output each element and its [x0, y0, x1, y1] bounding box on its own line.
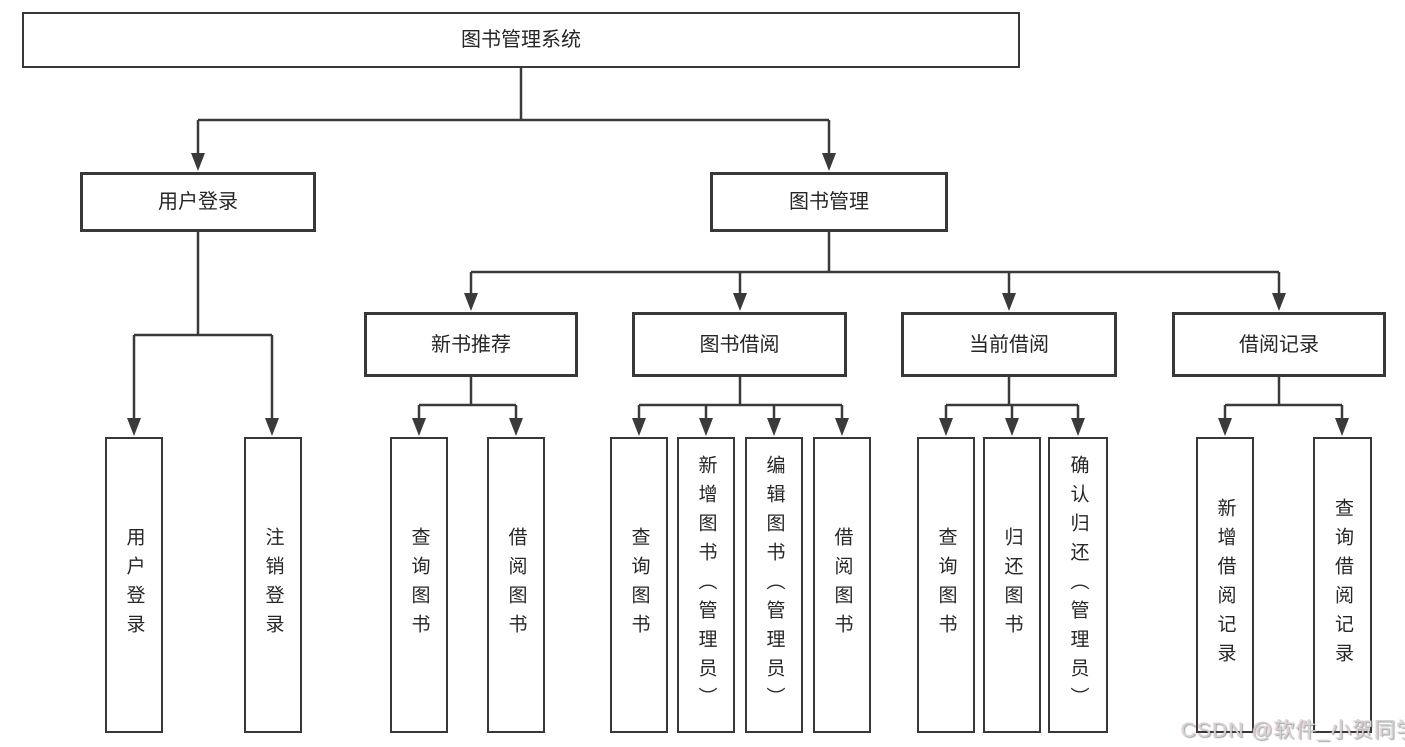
leaf-query-books-recommend-label: 查询图书 — [408, 527, 430, 643]
leaf-borrow-books-label: 借阅图书 — [831, 527, 853, 643]
arrowheads — [127, 153, 1349, 436]
node-user-login-label: 用户登录 — [158, 191, 238, 213]
leaf-add-borrow-record: 新增借阅记录 — [1196, 437, 1254, 733]
leaf-logout: 注销登录 — [244, 437, 302, 733]
leaf-query-books-borrow-label: 查询图书 — [628, 527, 650, 643]
leaf-add-books-admin-label: 新增图书（管理员） — [695, 454, 717, 716]
leaf-edit-books-admin: 编辑图书（管理员） — [745, 437, 803, 733]
leaf-borrow-books-recommend: 借阅图书 — [487, 437, 545, 733]
leaf-logout-label: 注销登录 — [262, 527, 284, 643]
node-book-borrow-label: 图书借阅 — [699, 333, 780, 356]
node-new-book-recommend-label: 新书推荐 — [431, 333, 511, 356]
csdn-watermark: CSDN @软件_小贺同学 — [1181, 719, 1405, 742]
leaf-query-books-borrow: 查询图书 — [610, 437, 668, 733]
node-user-login: 用户登录 — [80, 172, 316, 232]
node-current-borrow-label: 当前借阅 — [969, 333, 1049, 356]
leaf-borrow-books: 借阅图书 — [813, 437, 871, 733]
leaf-query-books-recommend: 查询图书 — [390, 437, 448, 733]
leaf-query-borrow-record-label: 查询借阅记录 — [1332, 498, 1353, 672]
node-book-management: 图书管理 — [710, 172, 948, 232]
leaf-query-books-current: 查询图书 — [917, 437, 975, 733]
leaf-confirm-return-admin-label: 确认归还（管理员） — [1067, 454, 1089, 716]
node-root-system: 图书管理系统 — [22, 12, 1020, 68]
node-borrow-record: 借阅记录 — [1172, 312, 1386, 377]
node-borrow-record-label: 借阅记录 — [1239, 333, 1319, 356]
leaf-borrow-books-recommend-label: 借阅图书 — [505, 527, 527, 643]
leaf-edit-books-admin-label: 编辑图书（管理员） — [763, 454, 785, 716]
node-root-label: 图书管理系统 — [461, 29, 581, 51]
node-current-borrow: 当前借阅 — [901, 312, 1117, 377]
leaf-confirm-return-admin: 确认归还（管理员） — [1048, 437, 1108, 733]
leaf-return-books-label: 归还图书 — [1001, 527, 1023, 643]
node-book-management-label: 图书管理 — [789, 191, 869, 213]
leaf-add-books-admin: 新增图书（管理员） — [677, 437, 735, 733]
leaf-return-books: 归还图书 — [983, 437, 1041, 733]
node-new-book-recommend: 新书推荐 — [364, 312, 578, 377]
leaf-query-borrow-record: 查询借阅记录 — [1313, 437, 1372, 733]
leaf-user-login: 用户登录 — [105, 437, 163, 733]
leaf-add-borrow-record-label: 新增借阅记录 — [1214, 498, 1236, 672]
leaf-query-books-current-label: 查询图书 — [935, 527, 957, 643]
node-book-borrow: 图书借阅 — [632, 312, 847, 377]
leaf-user-login-label: 用户登录 — [123, 527, 145, 643]
